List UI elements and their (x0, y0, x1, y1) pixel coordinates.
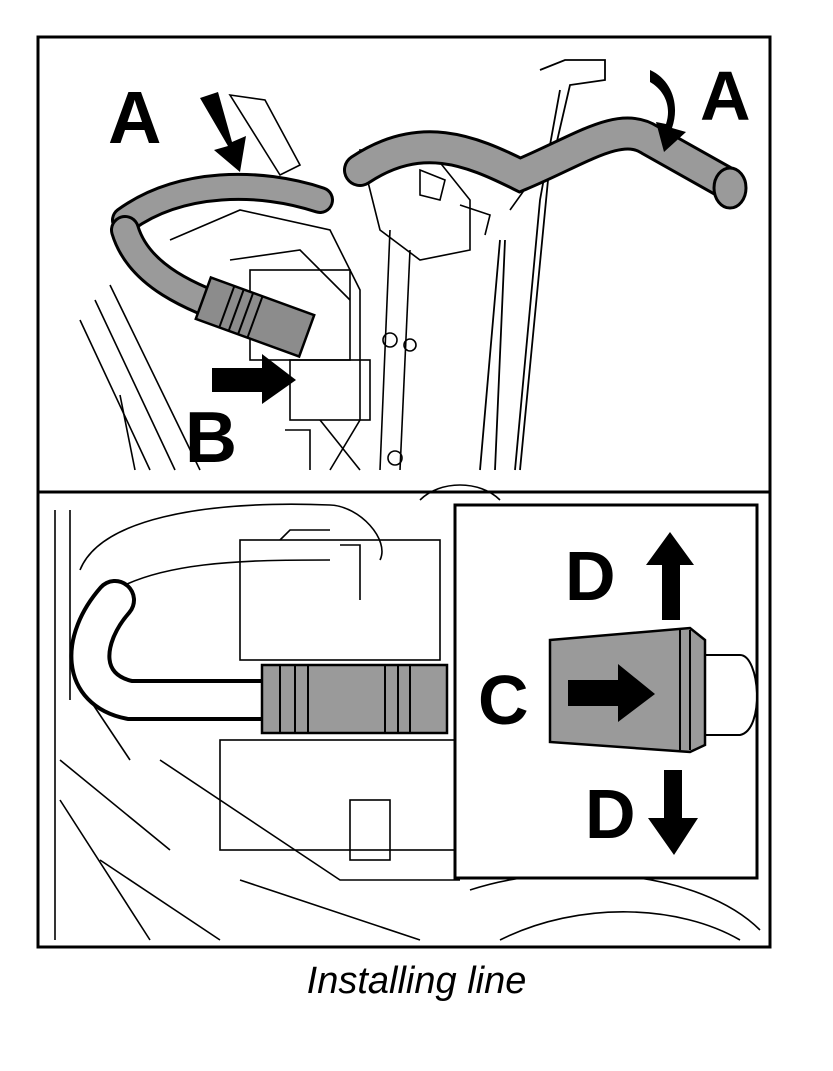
left-hose (114, 175, 331, 231)
arrow-a-right (650, 70, 686, 152)
figure-caption: Installing line (306, 960, 527, 1002)
inset-hose (699, 654, 758, 736)
bottom-engine-linework (54, 484, 761, 941)
top-panel: A A B (36, 35, 772, 494)
bracket (479, 59, 606, 471)
connector-ribs (218, 285, 264, 339)
bottom-hose (73, 583, 287, 717)
label-b: B (185, 398, 237, 478)
arrow-c (568, 664, 655, 722)
right-hose (346, 119, 744, 199)
label-d-bottom: D (585, 775, 636, 853)
right-hose-end (712, 166, 748, 210)
arrow-d-up (646, 532, 694, 620)
connector-body (260, 663, 449, 735)
connector-body-ribs (279, 665, 411, 733)
arrow-d-down (648, 770, 698, 855)
bottom-panel: C D D (36, 484, 772, 949)
label-a-left: A (108, 76, 161, 159)
label-a-right: A (700, 57, 751, 135)
label-c: C (478, 661, 529, 739)
arrow-b (212, 354, 296, 404)
label-d-top: D (565, 537, 616, 615)
arrow-a-left (200, 92, 246, 172)
inset-connector-ribs (679, 630, 691, 750)
